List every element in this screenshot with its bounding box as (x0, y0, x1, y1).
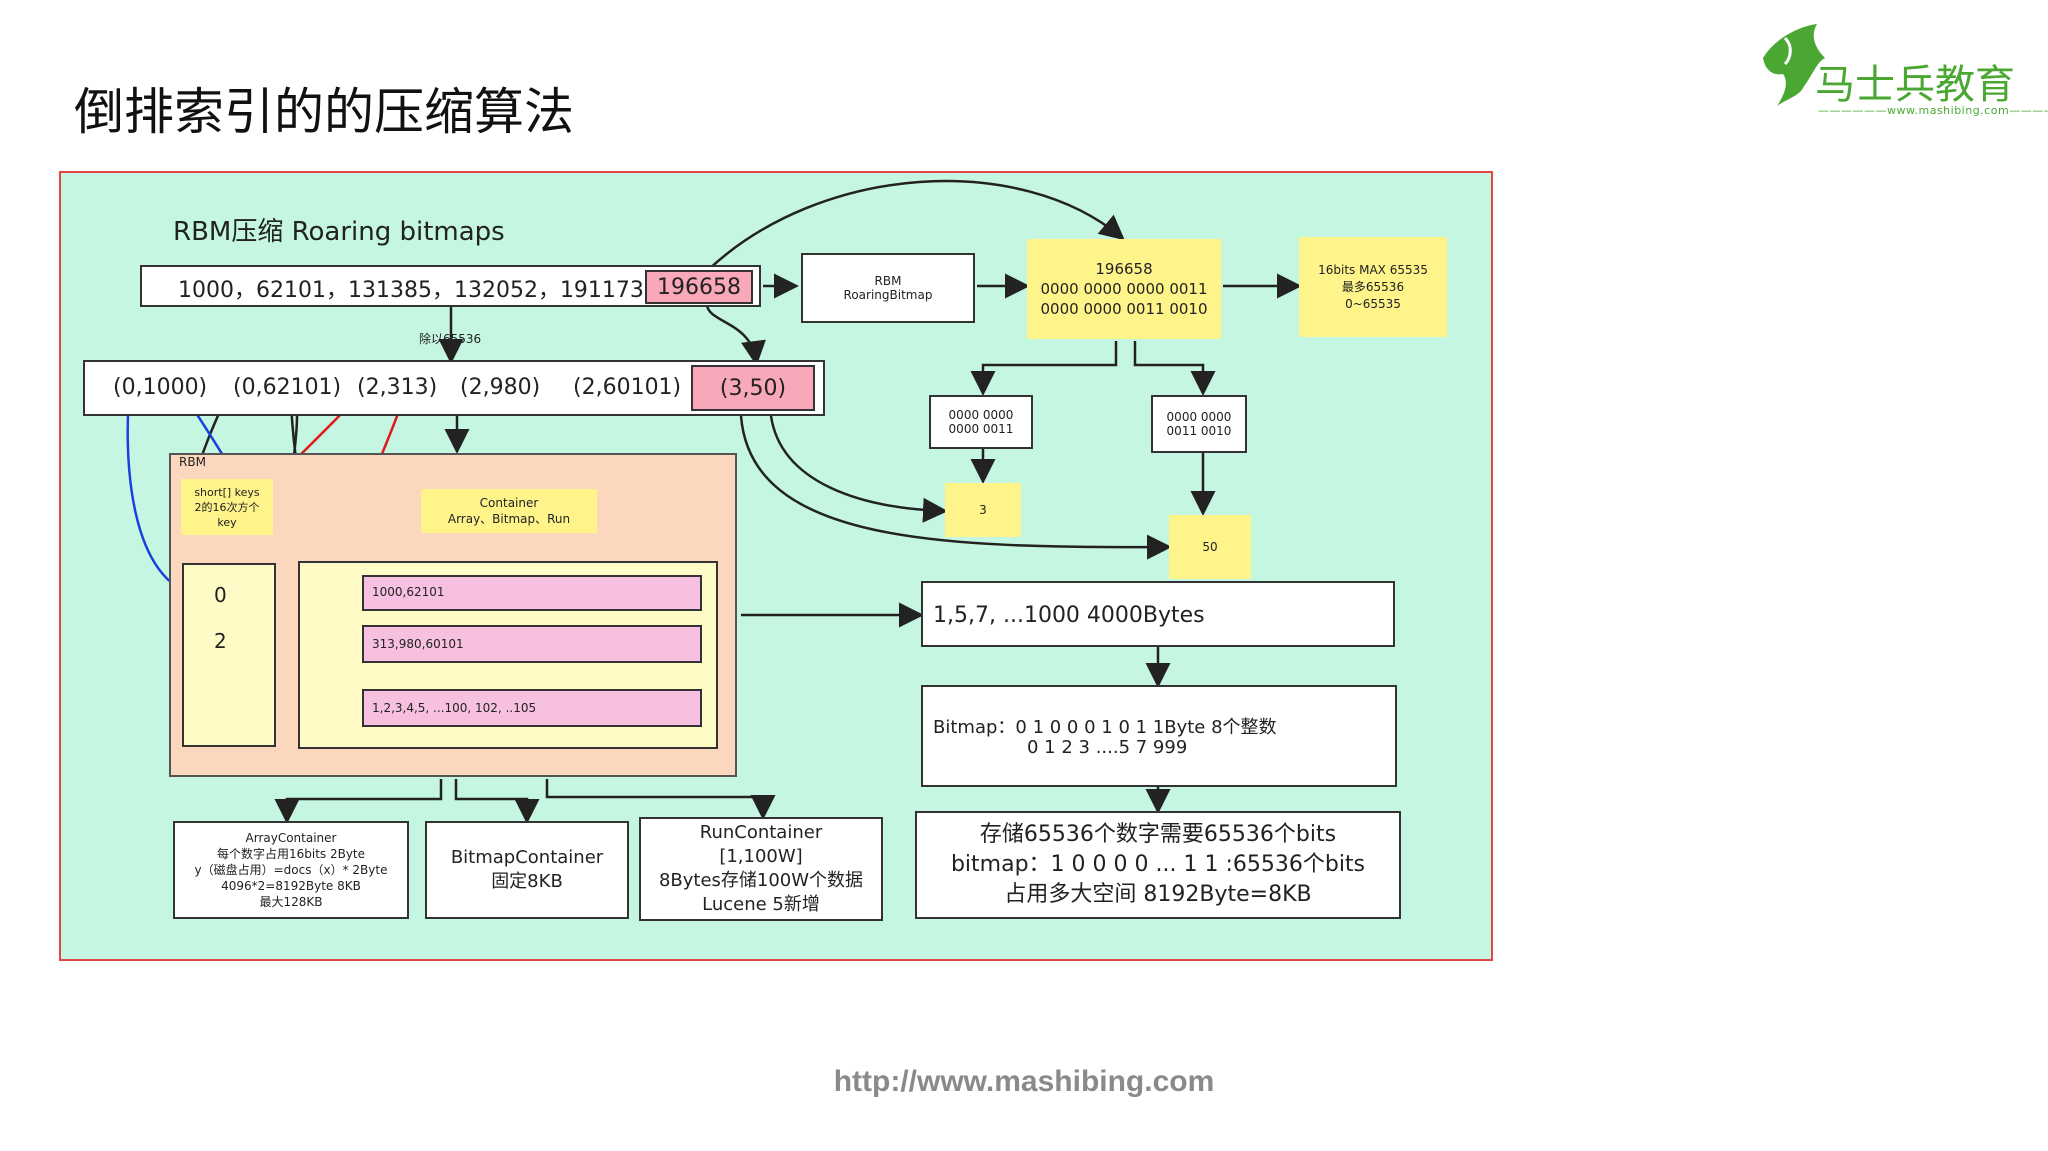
divide-label: 除以65536 (419, 332, 482, 346)
diagram-canvas: RBM压缩 Roaring bitmaps 1000，62101，131385，… (59, 171, 1493, 961)
list-box-text: 1,5,7, ...1000 4000Bytes (933, 603, 1205, 628)
max-note: 16bits MAX 65535 最多65536 0~65535 (1299, 237, 1447, 337)
bitmap-container-title: BitmapContainer (450, 847, 604, 868)
horse-logo-icon (1763, 24, 1825, 106)
run-container-title: RunContainer (699, 822, 823, 843)
container-row-2: 313,980,60101 (362, 625, 702, 663)
pair-0: (0,1000) (113, 375, 208, 400)
storage-box-line1: 存储65536个数字需要65536个bits (979, 822, 1337, 847)
list-box: 1,5,7, ...1000 4000Bytes (921, 581, 1395, 647)
low-bits-box: 0000 0000 0011 0010 (1151, 395, 1247, 453)
keys-column: 0 2 (182, 563, 276, 747)
slide-title: 倒排索引的的压缩算法 (74, 83, 574, 141)
input-values: 1000，62101，131385，132052，191173， (178, 278, 666, 303)
array-container-line4: 4096*2=8192Byte 8KB (221, 879, 361, 893)
run-container-box: RunContainer [1,100W] 8Bytes存储100W个数据 Lu… (639, 817, 883, 921)
bitmap-container-box: BitmapContainer 固定8KB (425, 821, 629, 919)
bitmap-box-line1: Bitmap：0 1 0 0 0 1 0 1 1Byte 8个整数 (933, 717, 1277, 738)
pair-highlight: (3,50) (691, 365, 815, 411)
storage-box-line3: 占用多大空间 8192Byte=8KB (1004, 882, 1312, 907)
pair-3: (2,980) (460, 375, 541, 400)
max-note-line1: 16bits MAX 65535 (1318, 262, 1428, 277)
arrow-to-run-container (545, 779, 776, 820)
arrow-to-array-container (274, 779, 443, 824)
rbm-roaringbitmap-box: RBM RoaringBitmap (801, 253, 975, 323)
binary-note-value: 196658 (1095, 260, 1153, 278)
footer-url[interactable]: http://www.mashibing.com (833, 1065, 1215, 1098)
note-50: 50 (1169, 515, 1251, 579)
curve-pair-to-50 (739, 415, 1172, 560)
rbm-box-line1: RBM (874, 274, 902, 288)
arrow-to-bitmap-container (454, 779, 540, 824)
arrow-highlight-to-pair (705, 303, 766, 366)
container-note-line1: Container (479, 496, 539, 510)
array-container-line2: 每个数字占用16bits 2Byte (216, 847, 366, 861)
max-note-line3: 0~65535 (1345, 296, 1401, 311)
high-bits-line1: 0000 0000 (948, 408, 1014, 422)
array-container-box: ArrayContainer 每个数字占用16bits 2Byte y（磁盘占用… (173, 821, 409, 919)
high-bits-box: 0000 0000 0000 0011 (929, 395, 1033, 449)
arc-highlight-to-binary (706, 179, 1125, 272)
run-container-version: Lucene 5新增 (702, 894, 820, 915)
storage-box: 存储65536个数字需要65536个bits bitmap：1 0 0 0 0 … (915, 811, 1401, 919)
container-row-1-text: 1000,62101 (372, 585, 445, 599)
logo-name: 马士兵教育 (1815, 62, 2015, 108)
binary-note-low: 0000 0000 0011 0010 (1040, 300, 1208, 318)
input-highlight: 196658 (645, 270, 753, 304)
low-bits-line1: 0000 0000 (1166, 410, 1232, 424)
arrow-binary-to-low (1133, 341, 1216, 396)
pair-2: (2,313) (357, 375, 438, 400)
curve-pair-to-3 (769, 415, 948, 523)
keys-note-line3: key (217, 515, 237, 529)
array-container-title: ArrayContainer (245, 831, 337, 845)
binary-note-high: 0000 0000 0000 0011 (1040, 280, 1208, 298)
binary-note: 196658 0000 0000 0000 0011 0000 0000 001… (1027, 239, 1221, 339)
container-row-1: 1000,62101 (362, 575, 702, 611)
high-bits-line2: 0000 0011 (948, 422, 1014, 436)
pair-4: (2,60101) (573, 375, 682, 400)
arrow-binary-to-high (970, 341, 1118, 396)
bitmap-container-size: 固定8KB (491, 871, 563, 892)
low-bits-line2: 0011 0010 (1166, 424, 1232, 438)
note-3: 3 (945, 483, 1021, 537)
run-container-range: [1,100W] (719, 846, 803, 867)
keys-note: short[] keys 2的16次方个 key (181, 479, 273, 535)
rbm-panel-label: RBM (179, 455, 206, 469)
keys-note-line2: 2的16次方个 (194, 500, 260, 514)
container-note-line2: Array、Bitmap、Run (447, 512, 571, 526)
array-container-line5: 最大128KB (259, 895, 323, 909)
mashibing-logo (1755, 18, 2025, 128)
storage-box-line2: bitmap：1 0 0 0 0 ... 1 1 :65536个bits (950, 852, 1366, 877)
key-2: 2 (214, 629, 227, 653)
pair-1: (0,62101) (233, 375, 342, 400)
max-note-line2: 最多65536 (1341, 279, 1405, 294)
bitmap-box: Bitmap：0 1 0 0 0 1 0 1 1Byte 8个整数 0 1 2 … (921, 685, 1397, 787)
container-row-3-text: 1,2,3,4,5, ...100, 102, ..105 (372, 701, 537, 715)
array-container-line3: y（磁盘占用）=docs（x）* 2Byte (194, 863, 388, 877)
container-note: Container Array、Bitmap、Run (421, 489, 597, 533)
run-container-storage: 8Bytes存储100W个数据 (658, 870, 864, 891)
bitmap-box-line2: 0 1 2 3 ....5 7 999 (1027, 737, 1188, 758)
keys-note-line1: short[] keys (194, 485, 260, 499)
diagram-heading: RBM压缩 Roaring bitmaps (173, 217, 505, 247)
container-row-3: 1,2,3,4,5, ...100, 102, ..105 (362, 689, 702, 727)
logo-url: ——————www.mashibing.com—————— (1818, 104, 2048, 117)
rbm-box-line2: RoaringBitmap (843, 288, 933, 302)
container-row-2-text: 313,980,60101 (372, 637, 464, 651)
key-0: 0 (214, 583, 227, 607)
